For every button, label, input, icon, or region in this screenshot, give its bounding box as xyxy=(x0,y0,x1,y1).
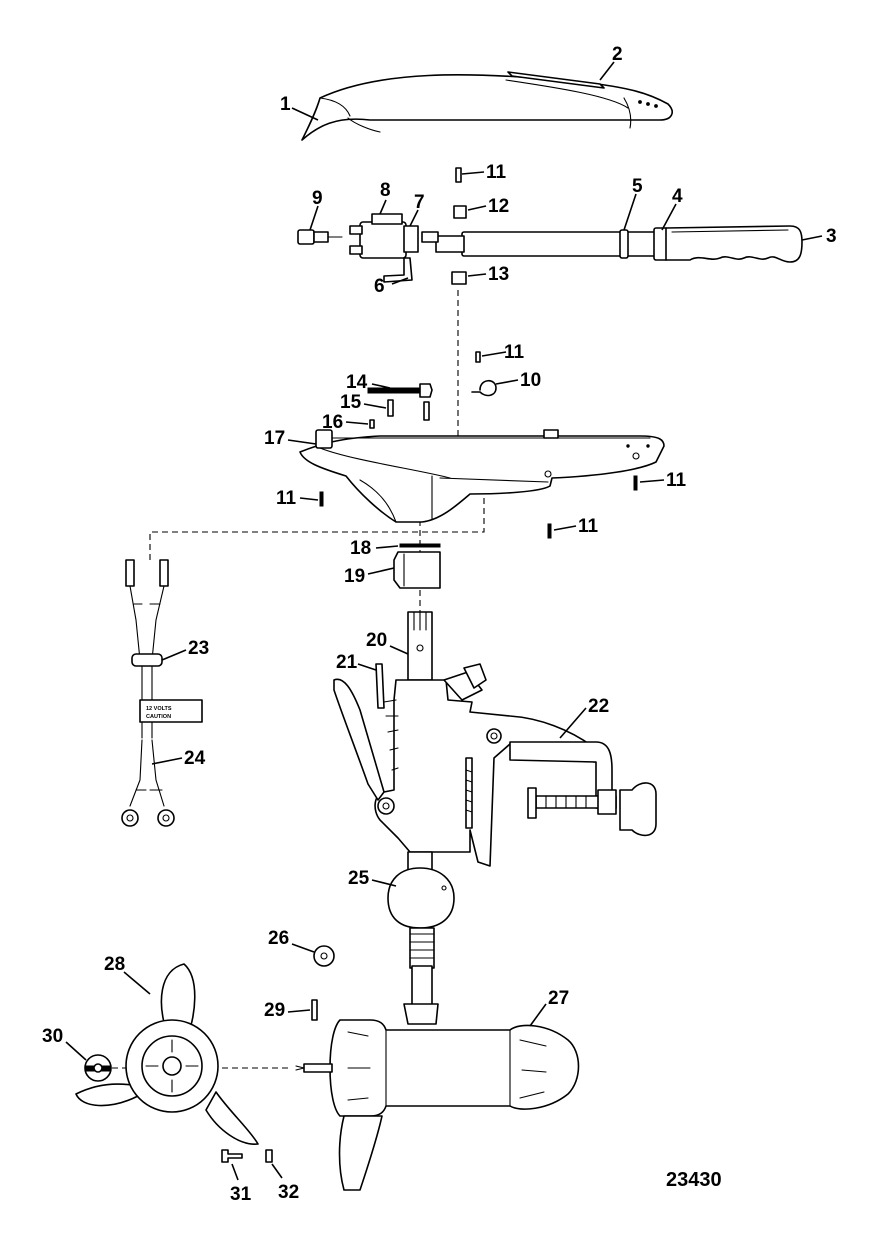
callout-4: 4 xyxy=(672,186,683,207)
shaft-and-clamp xyxy=(387,851,455,1025)
wire-connector xyxy=(297,229,343,245)
bottom-hardware xyxy=(221,1149,273,1163)
callout-5: 5 xyxy=(632,176,643,197)
callout-10: 10 xyxy=(520,370,541,391)
callout-11-b: 11 xyxy=(504,342,525,363)
callout-24: 24 xyxy=(184,748,206,769)
callout-23: 23 xyxy=(188,638,209,659)
callout-32: 32 xyxy=(278,1182,299,1203)
prop-nut xyxy=(84,1054,112,1082)
clamp-screw xyxy=(509,741,657,837)
callout-16: 16 xyxy=(322,412,343,433)
callout-25: 25 xyxy=(348,868,370,889)
head-housing xyxy=(299,429,665,523)
propeller xyxy=(75,963,259,1145)
callout-15: 15 xyxy=(340,392,362,413)
bolt-and-pins xyxy=(367,351,497,429)
decal-voltage-text: 12 VOLTS xyxy=(146,706,172,712)
callout-12: 12 xyxy=(488,196,509,217)
decal-caution-text: CAUTION xyxy=(146,714,171,720)
top-cover xyxy=(301,73,673,141)
small-fasteners-upper xyxy=(451,167,467,285)
callout-6: 6 xyxy=(374,276,385,297)
leader-lines xyxy=(65,61,823,1181)
collar-parts xyxy=(393,543,441,589)
tiller-handle xyxy=(435,227,669,261)
callout-3: 3 xyxy=(826,226,837,247)
callout-29: 29 xyxy=(264,1000,285,1021)
callout-8: 8 xyxy=(380,180,391,201)
callout-11-d: 11 xyxy=(578,516,599,537)
retaining-clip xyxy=(375,663,385,709)
mount-bracket xyxy=(333,663,603,867)
callout-22: 22 xyxy=(588,696,609,717)
figure-reference-number: 23430 xyxy=(666,1169,722,1191)
callout-28: 28 xyxy=(104,954,125,975)
callout-11-e: 11 xyxy=(276,488,297,509)
callout-18: 18 xyxy=(350,538,371,559)
callout-13: 13 xyxy=(488,264,509,285)
callout-14: 14 xyxy=(346,372,368,393)
callout-11-a: 11 xyxy=(486,162,507,183)
callout-1: 1 xyxy=(280,94,291,115)
motor-housing xyxy=(295,1019,580,1191)
callout-20: 20 xyxy=(366,630,387,651)
callout-19: 19 xyxy=(344,566,365,587)
housing-screws xyxy=(319,475,638,539)
callout-9: 9 xyxy=(312,188,323,209)
callout-30: 30 xyxy=(42,1026,63,1047)
callout-31: 31 xyxy=(230,1184,252,1205)
callout-27: 27 xyxy=(548,988,569,1009)
cover-decal-strip xyxy=(507,71,605,89)
callout-labels: 1 2 3 4 5 6 7 8 9 10 11 11 11 11 11 12 1… xyxy=(42,44,837,1205)
callout-7: 7 xyxy=(414,192,425,213)
power-leads: 12 VOLTS CAUTION xyxy=(121,559,203,827)
callout-21: 21 xyxy=(336,652,358,673)
handle-grip xyxy=(665,225,803,263)
callout-26: 26 xyxy=(268,928,289,949)
callout-11-c: 11 xyxy=(666,470,687,491)
washer-and-pin xyxy=(311,945,335,1021)
steering-shaft-top xyxy=(407,611,433,681)
callout-2: 2 xyxy=(612,44,623,65)
callout-17: 17 xyxy=(264,428,285,449)
speed-switch xyxy=(349,213,439,283)
